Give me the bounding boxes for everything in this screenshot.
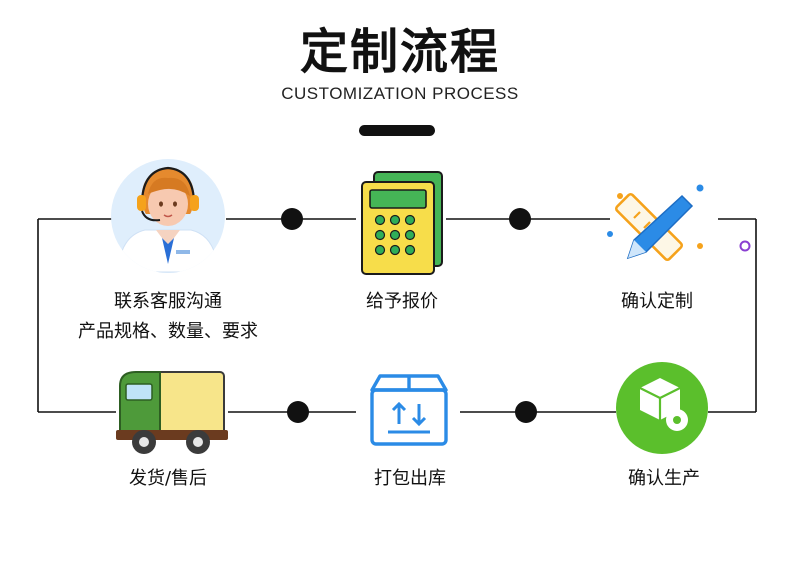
flow-dot	[509, 208, 531, 230]
decorative-ring-icon	[739, 240, 751, 252]
flow-dot	[515, 401, 537, 423]
delivery-truck-icon	[116, 371, 228, 454]
step-5-label: 打包出库	[374, 468, 446, 489]
production-boxes-gear-icon	[616, 362, 708, 454]
pencil-ruler-icon	[607, 184, 704, 261]
flow-dot	[287, 401, 309, 423]
page-title: 定制流程	[299, 24, 500, 80]
step-4-label: 确认生产	[628, 468, 700, 489]
package-box-icon	[370, 374, 448, 446]
customer-service-agent-icon	[111, 159, 225, 273]
step-2-label: 给予报价	[366, 291, 438, 312]
step-1-label-line-2: 产品规格、数量、要求	[78, 321, 258, 342]
title-underline-bar	[359, 125, 435, 136]
page-subtitle: CUSTOMIZATION PROCESS	[281, 84, 519, 103]
step-6-label: 发货/售后	[129, 468, 207, 489]
calculator-icon	[361, 171, 443, 275]
flow-dot	[281, 208, 303, 230]
step-3-label: 确认定制	[621, 291, 693, 312]
step-1-label-line-1: 联系客服沟通	[114, 291, 222, 312]
flow-dots	[281, 208, 537, 423]
